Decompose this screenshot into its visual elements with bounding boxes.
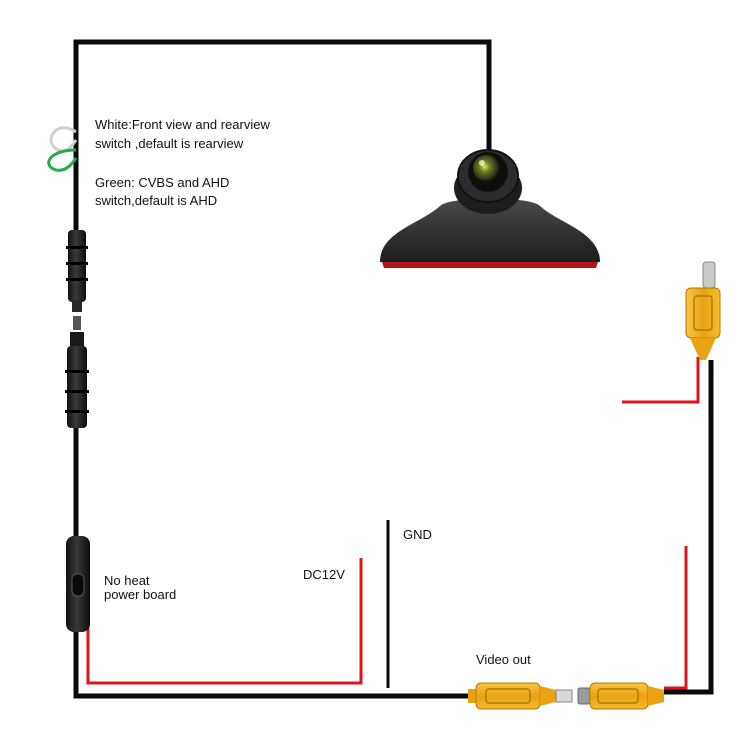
no-heat-label-line1: No heat bbox=[104, 573, 150, 588]
cable-connector-top bbox=[65, 230, 89, 428]
video-out-label: Video out bbox=[476, 652, 531, 667]
no-heat-label-line2: power board bbox=[104, 587, 177, 602]
green-switch-label-line2: switch,default is AHD bbox=[95, 193, 218, 208]
main-cable bbox=[73, 39, 714, 699]
dc12v-label: DC12V bbox=[303, 567, 345, 582]
side-view-camera-icon bbox=[380, 149, 600, 268]
power-board-connector bbox=[66, 536, 90, 632]
white-switch-label-line2: switch ,default is rearview bbox=[95, 136, 244, 151]
gnd-label: GND bbox=[403, 527, 432, 542]
rca-plug-icon bbox=[685, 261, 721, 360]
green-switch-label-line1: Green: CVBS and AHD bbox=[95, 175, 230, 190]
rca-plug-horizontal-icon bbox=[577, 682, 664, 710]
white-switch-label-line1: White:Front view and rearview bbox=[95, 117, 270, 132]
red-wires bbox=[86, 357, 700, 690]
switch-loops bbox=[47, 126, 78, 172]
rca-socket-icon bbox=[468, 682, 573, 710]
